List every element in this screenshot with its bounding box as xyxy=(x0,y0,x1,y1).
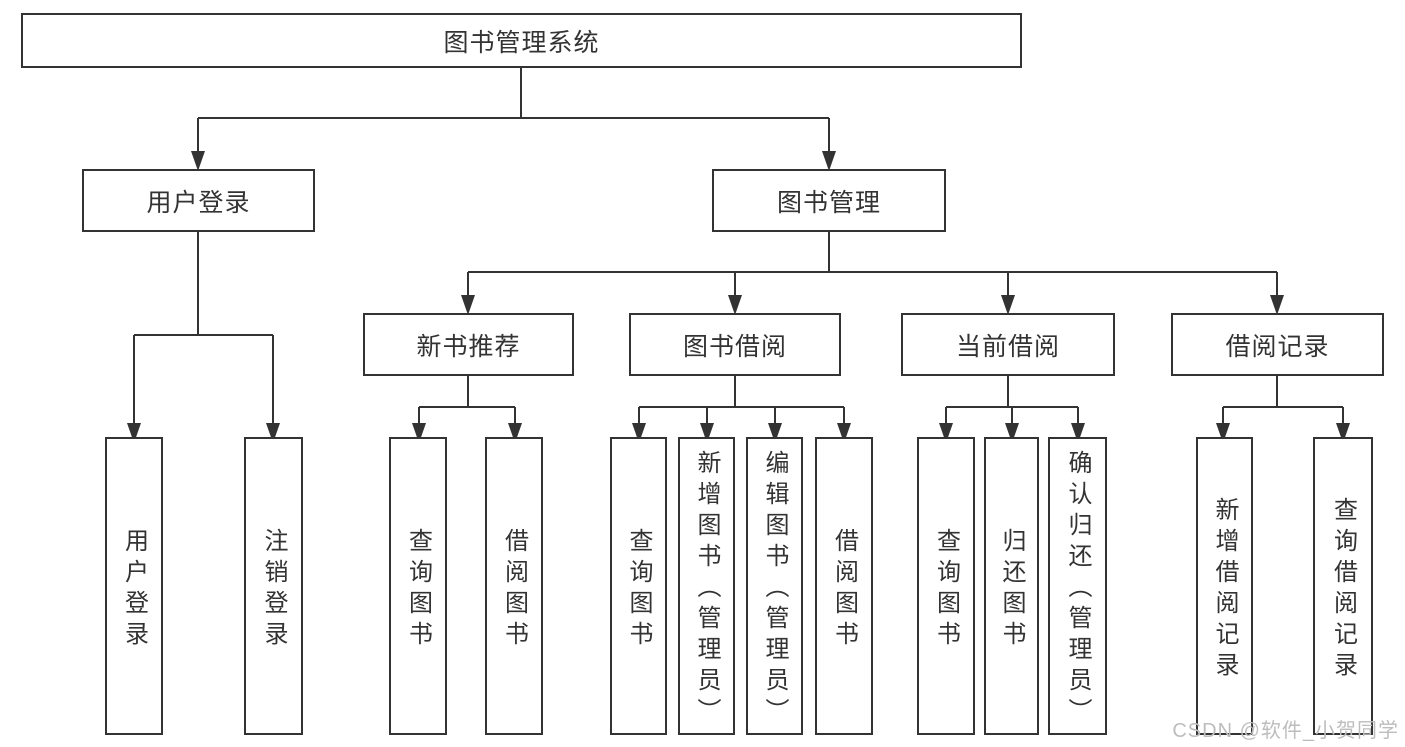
arrow-down-icon xyxy=(632,423,646,443)
node-book-management: 图书管理 xyxy=(712,169,946,232)
arrow-down-icon xyxy=(700,423,714,443)
arrow-down-icon xyxy=(768,423,782,443)
arrow-down-icon xyxy=(1336,423,1350,443)
node-book-borrowing: 图书借阅 xyxy=(629,313,841,376)
leaf-label: 查询图书 xyxy=(625,527,652,652)
leaf-label: 新增图书（管理员） xyxy=(693,450,720,729)
connector-bookmgmt-to-level3 xyxy=(467,232,1278,297)
arrow-down-icon xyxy=(1005,423,1019,443)
arrow-down-icon xyxy=(1071,423,1085,443)
leaf-label: 注销登录 xyxy=(260,527,287,652)
arrow-down-icon xyxy=(1216,423,1230,443)
leaf-label: 用户登录 xyxy=(120,527,148,652)
arrowheads xyxy=(127,151,1350,443)
connector-root-to-level2 xyxy=(197,68,830,160)
node-label: 新书推荐 xyxy=(416,332,521,361)
leaf-label: 查询图书 xyxy=(932,527,960,652)
leaf-user-login: 用户登录 xyxy=(105,437,163,735)
leaf-label: 新增借阅记录 xyxy=(1211,496,1238,683)
arrow-down-icon xyxy=(728,295,742,315)
arrow-down-icon xyxy=(508,423,522,443)
leaf-label: 编辑图书（管理员） xyxy=(761,450,788,729)
arrow-down-icon xyxy=(837,423,851,443)
node-label: 用户登录 xyxy=(146,188,251,217)
node-new-book-recommendation: 新书推荐 xyxy=(363,313,574,376)
node-label: 图书管理系统 xyxy=(443,28,600,57)
arrow-down-icon xyxy=(822,151,836,171)
leaf-query-books-borrow: 查询图书 xyxy=(610,437,667,735)
leaf-query-borrow-record: 查询借阅记录 xyxy=(1313,437,1373,735)
node-label: 图书管理 xyxy=(776,188,881,217)
leaf-return-books: 归还图书 xyxy=(984,437,1039,735)
node-user-login: 用户登录 xyxy=(82,169,315,232)
leaf-edit-book-admin: 编辑图书（管理员） xyxy=(746,437,803,735)
node-label: 借阅记录 xyxy=(1225,332,1330,361)
node-library-management-system: 图书管理系统 xyxy=(21,13,1022,68)
arrow-down-icon xyxy=(1001,295,1015,315)
leaf-add-borrow-record: 新增借阅记录 xyxy=(1196,437,1253,735)
csdn-watermark: CSDN @软件_小贺同学 xyxy=(1172,720,1399,742)
leaf-query-books-current: 查询图书 xyxy=(917,437,975,735)
arrow-down-icon xyxy=(939,423,953,443)
node-label: 图书借阅 xyxy=(682,332,787,361)
arrow-down-icon xyxy=(1270,295,1284,315)
connector-borrowing-to-leaves xyxy=(638,376,845,425)
node-borrowing-records: 借阅记录 xyxy=(1171,313,1384,376)
connector-current-to-leaves xyxy=(945,376,1079,425)
leaf-label: 查询图书 xyxy=(404,527,432,652)
connector-userlogin-to-leaves xyxy=(133,232,274,425)
connector-records-to-leaves xyxy=(1222,376,1344,425)
leaf-borrow-books: 借阅图书 xyxy=(815,437,873,735)
arrow-down-icon xyxy=(127,423,141,443)
leaf-label: 借阅图书 xyxy=(500,527,528,652)
arrow-down-icon xyxy=(191,151,205,171)
leaf-add-book-admin: 新增图书（管理员） xyxy=(678,437,735,735)
node-label: 当前借阅 xyxy=(955,332,1060,361)
arrow-down-icon xyxy=(412,423,426,443)
leaf-confirm-return-admin: 确认归还（管理员） xyxy=(1048,437,1107,735)
leaf-query-books-recommend: 查询图书 xyxy=(389,437,447,735)
arrow-down-icon xyxy=(461,295,475,315)
leaf-label: 确认归还（管理员） xyxy=(1064,450,1091,729)
connector-newbook-to-leaves xyxy=(418,376,516,425)
node-current-borrowing: 当前借阅 xyxy=(901,313,1115,376)
leaf-borrow-books-recommend: 借阅图书 xyxy=(485,437,543,735)
leaf-label: 查询借阅记录 xyxy=(1329,496,1357,683)
arrow-down-icon xyxy=(266,423,280,443)
leaf-label: 借阅图书 xyxy=(830,527,858,652)
leaf-logout: 注销登录 xyxy=(244,437,303,735)
leaf-label: 归还图书 xyxy=(998,527,1025,652)
